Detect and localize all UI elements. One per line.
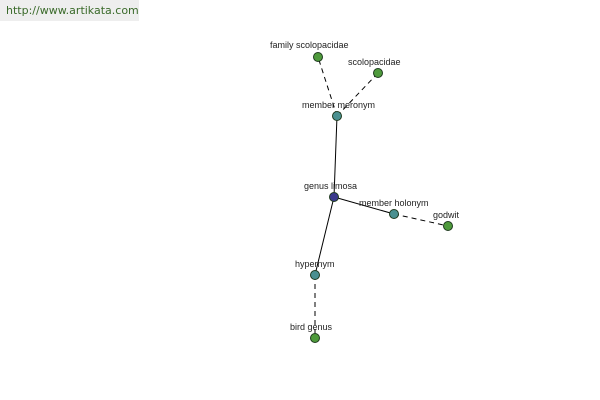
edge-member-holonym-to-godwit — [393, 213, 449, 227]
node-hypernym[interactable] — [310, 270, 320, 280]
node-member-holonym[interactable] — [389, 209, 399, 219]
node-label-member-holonym[interactable]: member holonym — [359, 198, 429, 208]
node-label-member-meronym[interactable]: member meronym — [302, 100, 375, 110]
node-label-hypernym[interactable]: hypernym — [295, 259, 335, 269]
node-genus-limosa[interactable] — [329, 192, 339, 202]
edge-genus-limosa-to-hypernym — [314, 196, 335, 276]
edge-member-meronym-to-scolopacidae — [336, 72, 379, 117]
node-scolopacidae[interactable] — [373, 68, 383, 78]
node-label-scolopacidae[interactable]: scolopacidae — [348, 57, 401, 67]
node-family-scolopacidae[interactable] — [313, 52, 323, 62]
site-url-banner[interactable]: http://www.artikata.com — [0, 0, 139, 21]
edge-member-meronym-to-family-scolopacidae — [317, 56, 338, 117]
edge-genus-limosa-to-member-meronym — [333, 115, 338, 198]
node-member-meronym[interactable] — [332, 111, 342, 121]
node-label-genus-limosa[interactable]: genus limosa — [304, 181, 357, 191]
node-godwit[interactable] — [443, 221, 453, 231]
node-label-family-scolopacidae[interactable]: family scolopacidae — [270, 40, 349, 50]
edge-genus-limosa-to-member-holonym — [333, 196, 395, 215]
node-bird-genus[interactable] — [310, 333, 320, 343]
node-label-godwit[interactable]: godwit — [433, 210, 460, 220]
node-label-bird-genus[interactable]: bird genus — [290, 322, 333, 332]
